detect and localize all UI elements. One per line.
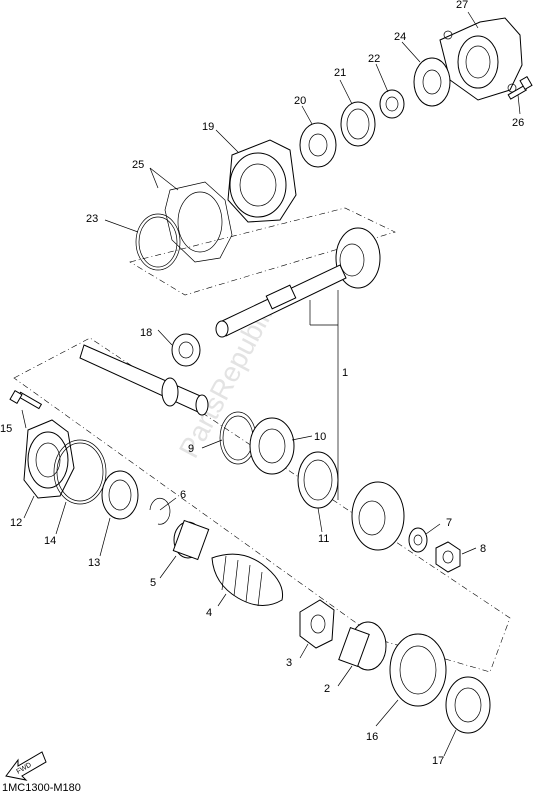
callout-27: 27	[456, 0, 468, 11]
part-27-housing[interactable]	[439, 17, 523, 101]
callout-19: 19	[202, 121, 214, 133]
part-20-bearing[interactable]	[299, 122, 337, 168]
callout-15: 15	[0, 423, 12, 435]
callout-8: 8	[480, 543, 486, 555]
part-1-bevel-gear-lower[interactable]	[351, 481, 405, 551]
part-3-clutch-dog[interactable]	[299, 599, 335, 649]
callout-1: 1	[342, 367, 348, 379]
leader-lines	[21, 11, 521, 757]
callout-10: 10	[314, 431, 326, 443]
part-8-nut[interactable]	[435, 541, 461, 573]
callout-25: 25	[132, 159, 144, 171]
part-5-collar[interactable]	[172, 519, 210, 561]
callout-17: 17	[432, 755, 444, 767]
upper-group-outline	[129, 207, 396, 296]
callout-24: 24	[394, 31, 406, 43]
callout-21: 21	[334, 67, 346, 79]
part-12-housing-cover[interactable]	[23, 419, 75, 499]
part-15-bolt[interactable]	[9, 389, 43, 410]
callout-7: 7	[446, 517, 452, 529]
part-26-bolt[interactable]	[507, 75, 533, 100]
part-13-bearing[interactable]	[101, 470, 139, 520]
callout-12: 12	[10, 517, 22, 529]
part-10-bearing[interactable]	[249, 417, 295, 475]
callout-5: 5	[150, 577, 156, 589]
part-6-circlip[interactable]	[149, 497, 171, 525]
part-21-bearing[interactable]	[340, 101, 376, 147]
part-25-gasket[interactable]	[164, 181, 233, 263]
part-19-bearing-housing[interactable]	[227, 139, 297, 223]
callout-20: 20	[294, 95, 306, 107]
lower-group-outline	[13, 337, 511, 673]
fwd-arrow: FWD	[5, 751, 47, 781]
callout-6: 6	[180, 489, 186, 501]
part-11-ring[interactable]	[297, 451, 339, 509]
part-1-bevel-gear-upper[interactable]	[335, 227, 381, 289]
callout-22: 22	[368, 53, 380, 65]
part-18-bearing[interactable]	[171, 333, 201, 367]
callout-18: 18	[140, 327, 152, 339]
part-22-nut[interactable]	[379, 89, 405, 119]
callout-9: 9	[188, 443, 194, 455]
part-1-lower-shaft[interactable]	[79, 344, 209, 416]
part-7-washer[interactable]	[408, 527, 428, 553]
callout-labels: 1 2 3 4 5 6 7 8 9 10 11 12 13 14 15 16 1…	[0, 0, 524, 767]
callout-3: 3	[286, 657, 292, 669]
part-16-ring-gear[interactable]	[389, 633, 447, 707]
part-17-bearing[interactable]	[445, 676, 491, 734]
callout-2: 2	[324, 683, 330, 695]
callout-4: 4	[206, 607, 212, 619]
part-4-spring[interactable]	[211, 553, 284, 607]
callout-26: 26	[512, 117, 524, 129]
part-1-upper-shaft[interactable]	[215, 264, 347, 338]
callout-13: 13	[88, 557, 100, 569]
part-23-o-ring[interactable]	[135, 213, 181, 271]
figure-code: 1MC1300-M180	[2, 782, 81, 794]
part-14-o-ring[interactable]	[53, 439, 107, 505]
callout-23: 23	[86, 213, 98, 225]
callout-11: 11	[318, 533, 329, 545]
part-2-gear-hub[interactable]	[338, 621, 387, 671]
callout-14: 14	[44, 535, 56, 547]
callout-16: 16	[366, 731, 378, 743]
part-24-seal[interactable]	[413, 57, 451, 107]
